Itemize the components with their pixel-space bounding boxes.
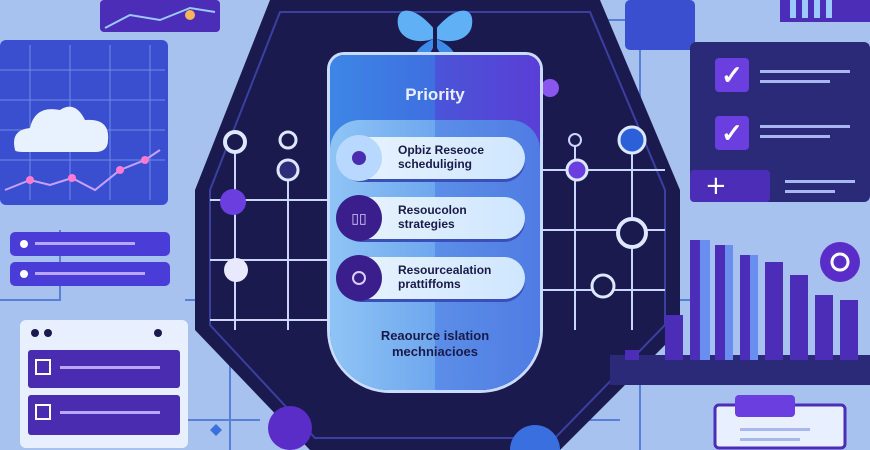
cog-icon xyxy=(268,406,312,450)
footer-line-1: Reaource islation xyxy=(380,328,490,343)
butterfly-logo-icon xyxy=(397,10,473,60)
item-1-line-2: scheduliging xyxy=(398,157,473,171)
checkbox-checked-2[interactable]: ✓ xyxy=(715,116,749,150)
cloud-icon xyxy=(14,106,109,152)
dot-icon xyxy=(336,135,382,181)
item-2-line-1: Resoucolon xyxy=(398,203,467,217)
item-2-line-2: strategies xyxy=(398,217,455,231)
checkbox-checked-1[interactable]: ✓ xyxy=(715,58,749,92)
item-3-line-2: prattiffoms xyxy=(398,277,461,291)
ring-icon xyxy=(336,255,382,301)
item-1-line-1: Opbiz Reseoce xyxy=(398,143,485,157)
settings-gear-icon xyxy=(820,242,860,282)
shield-footer: Reaource islation mechniacioes xyxy=(330,328,540,360)
item-3-line-1: Resourcealation xyxy=(398,263,492,277)
node-icons xyxy=(220,79,648,299)
bottom-half-circle xyxy=(510,425,560,450)
bar-chart-graphic xyxy=(610,240,870,385)
shield-title: Priority xyxy=(405,85,465,104)
plus-icon: + xyxy=(705,171,727,201)
footer-line-2: mechniacioes xyxy=(392,344,478,359)
columns-icon: ▯▯ xyxy=(336,195,382,241)
